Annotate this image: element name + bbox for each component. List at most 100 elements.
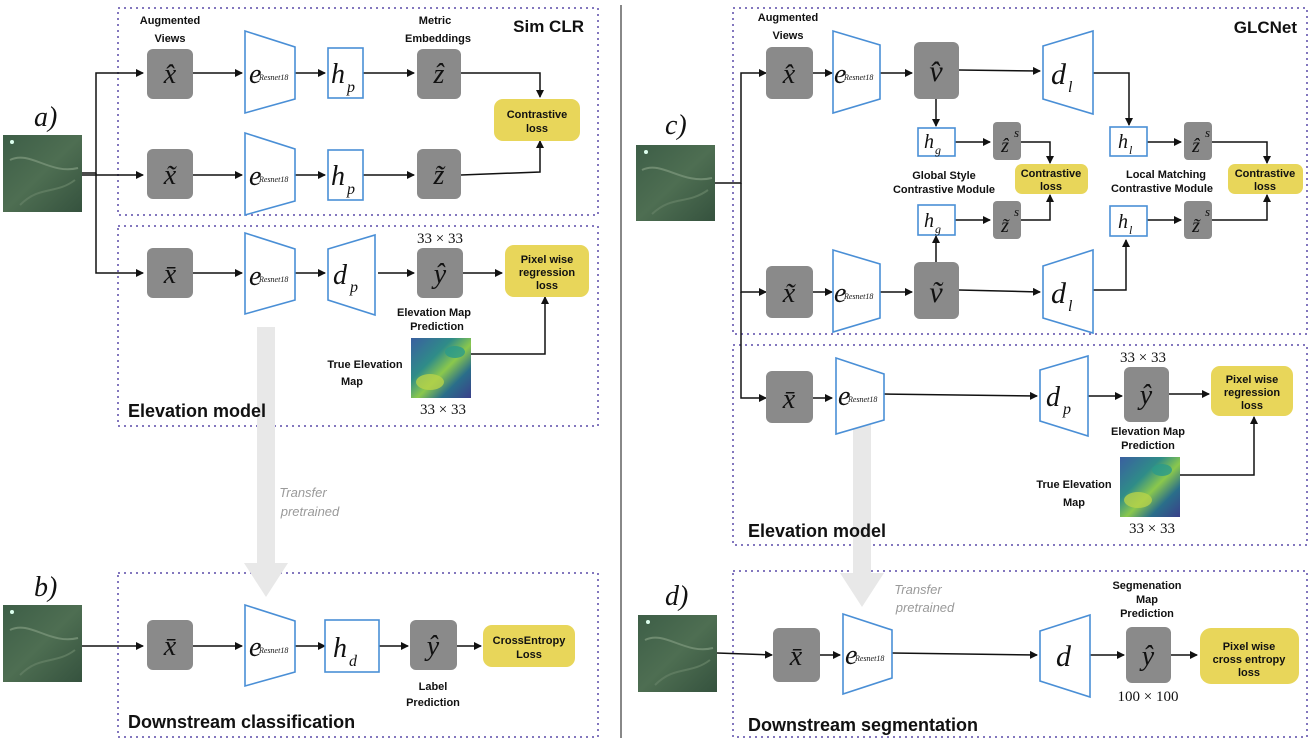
elevation-left-panel: [117, 225, 599, 427]
yhat-box-left: [417, 248, 463, 298]
label-pred-label-1: Label: [419, 681, 448, 693]
true-elev-label-right-2: Map: [1063, 497, 1085, 509]
enc-sub-class: Resnet18: [258, 646, 288, 655]
hd-box: [324, 619, 380, 673]
head-sub-g-top: g: [935, 143, 941, 157]
zhat-box: [417, 49, 461, 99]
dec-sub-l-bot: l: [1068, 298, 1073, 315]
yhat-box-b: [410, 620, 457, 670]
size-label-pred-right: 33 × 33: [1120, 350, 1166, 366]
input-image-b: [3, 605, 82, 682]
contrastive-loss-simclr-text-1: Contrastive: [507, 109, 568, 121]
sup-s-global-top: s: [1014, 125, 1019, 140]
sym-vtilde: ṽ: [929, 276, 944, 309]
regression-loss-right: [1211, 366, 1293, 416]
xbar-box-b: [147, 620, 193, 670]
enc-e-simclr-bot: e: [249, 161, 261, 192]
decoder-dp-left: [327, 233, 376, 317]
arrow-vhat-to-dl-top: [958, 66, 1041, 75]
decoder-dl-bot: [1042, 248, 1094, 335]
sym-zs-local-top: ẑ: [1191, 135, 1200, 157]
crossentropy-loss-text-1: CrossEntropy: [493, 635, 567, 647]
seg-pred-label-2: Map: [1136, 594, 1158, 606]
glcnet-title: GLCNet: [1234, 18, 1298, 37]
elev-pred-label-left-2: Prediction: [410, 321, 464, 333]
enc-sub-simclr-top: Resnet18: [258, 73, 288, 82]
metric-label: Metric: [419, 15, 451, 27]
sym-zhat: ẑ: [433, 59, 446, 90]
zs-box-global-bot: [993, 201, 1021, 239]
enc-sub-glc-bot: Resnet18: [843, 292, 873, 301]
xbar-box-d: [773, 628, 820, 682]
augmented-label-c: Augmented: [758, 12, 819, 24]
downstream-class-panel: [117, 572, 599, 738]
section-label-b: b): [34, 572, 57, 603]
yhat-box-d: [1126, 627, 1171, 683]
enc-e-elev-left: e: [249, 261, 261, 292]
yhat-box-right: [1124, 367, 1169, 422]
sym-xbar-c: x̄: [782, 384, 796, 415]
true-elevation-map-right: [1120, 457, 1180, 517]
head-sub-l-top: l: [1129, 143, 1133, 157]
sym-zs-global-bot: z̃: [1000, 215, 1010, 237]
regression-loss-left-text-2: regression: [519, 267, 576, 279]
transfer-label-right-2: pretrained: [895, 600, 955, 615]
enc-e-glc-bot: e: [834, 278, 846, 309]
sym-yhat-d: ŷ: [1139, 641, 1155, 672]
arrow-zs-to-loss-local-bot: [1212, 194, 1271, 221]
xbar-box-a: [147, 248, 193, 298]
contrastive-loss-simclr-text-2: loss: [526, 123, 548, 135]
arrow-input-to-xhat-a: [82, 69, 144, 174]
contrastive-loss-global: [1015, 164, 1088, 194]
downstream-seg-title: Downstream segmentation: [748, 715, 978, 735]
head-h-top: h: [331, 59, 345, 90]
augmented-label-a: Augmented: [140, 15, 201, 27]
head-hg-bot: h: [924, 210, 934, 232]
head-hl-bot: h: [1118, 211, 1128, 233]
regression-loss-right-text-2: regression: [1224, 387, 1281, 399]
xhat-box-c: [766, 47, 813, 99]
head-sub-p-top: p: [346, 79, 355, 96]
arrow-input-to-xtilde-c: [740, 183, 767, 296]
sym-zs-local-bot: z̃: [1191, 215, 1201, 237]
crossentropy-loss: [483, 625, 575, 667]
hp-box-bot: [327, 149, 364, 201]
sup-s-global-bot: s: [1014, 204, 1019, 219]
dec-sub-p-right: p: [1062, 401, 1071, 418]
arrow-input-to-xbar-c: [740, 292, 767, 402]
head-sub-l-bot: l: [1129, 223, 1133, 237]
seg-pred-label-1: Segmenation: [1112, 580, 1181, 592]
regression-loss-right-text-3: loss: [1241, 400, 1263, 412]
input-image-a: [3, 135, 82, 212]
encoder-elev-left: [244, 231, 296, 316]
section-label-a: a): [34, 102, 57, 133]
contrastive-loss-global-text-2: loss: [1040, 181, 1062, 193]
dec-d-bot: d: [1051, 277, 1067, 310]
regression-loss-right-text-1: Pixel wise: [1226, 374, 1279, 386]
head-h-class: h: [333, 633, 347, 664]
dec-d-left: d: [333, 260, 348, 291]
vhat-box: [914, 42, 959, 99]
contrastive-loss-local: [1228, 164, 1303, 194]
true-elev-label-left-2: Map: [341, 376, 363, 388]
transfer-label-left-2: pretrained: [280, 504, 340, 519]
zs-box-local-bot: [1184, 201, 1212, 239]
xtilde-box-c: [766, 266, 813, 318]
dec-d-right: d: [1046, 382, 1061, 413]
elevation-right-panel: [732, 344, 1308, 546]
elevation-right-title: Elevation model: [748, 521, 886, 541]
arrow-input-to-xhat-c: [715, 69, 767, 184]
xtilde-box-a: [147, 149, 193, 199]
encoder-glc-bot: [832, 248, 881, 334]
dec-d-top: d: [1051, 58, 1067, 91]
enc-e-seg: e: [845, 640, 857, 671]
size-label-seg: 100 × 100: [1118, 689, 1179, 705]
arrow-dl-to-hl-bot: [1093, 239, 1130, 291]
elevation-left-title: Elevation model: [128, 401, 266, 421]
sym-ztilde: z̃: [433, 160, 447, 191]
elev-pred-label-left-1: Elevation Map: [397, 307, 471, 319]
contrastive-loss-local-text-2: loss: [1254, 181, 1276, 193]
contrastive-loss-global-text-1: Contrastive: [1021, 168, 1082, 180]
size-label-true-left: 33 × 33: [420, 402, 466, 418]
simclr-title: Sim CLR: [513, 17, 584, 36]
